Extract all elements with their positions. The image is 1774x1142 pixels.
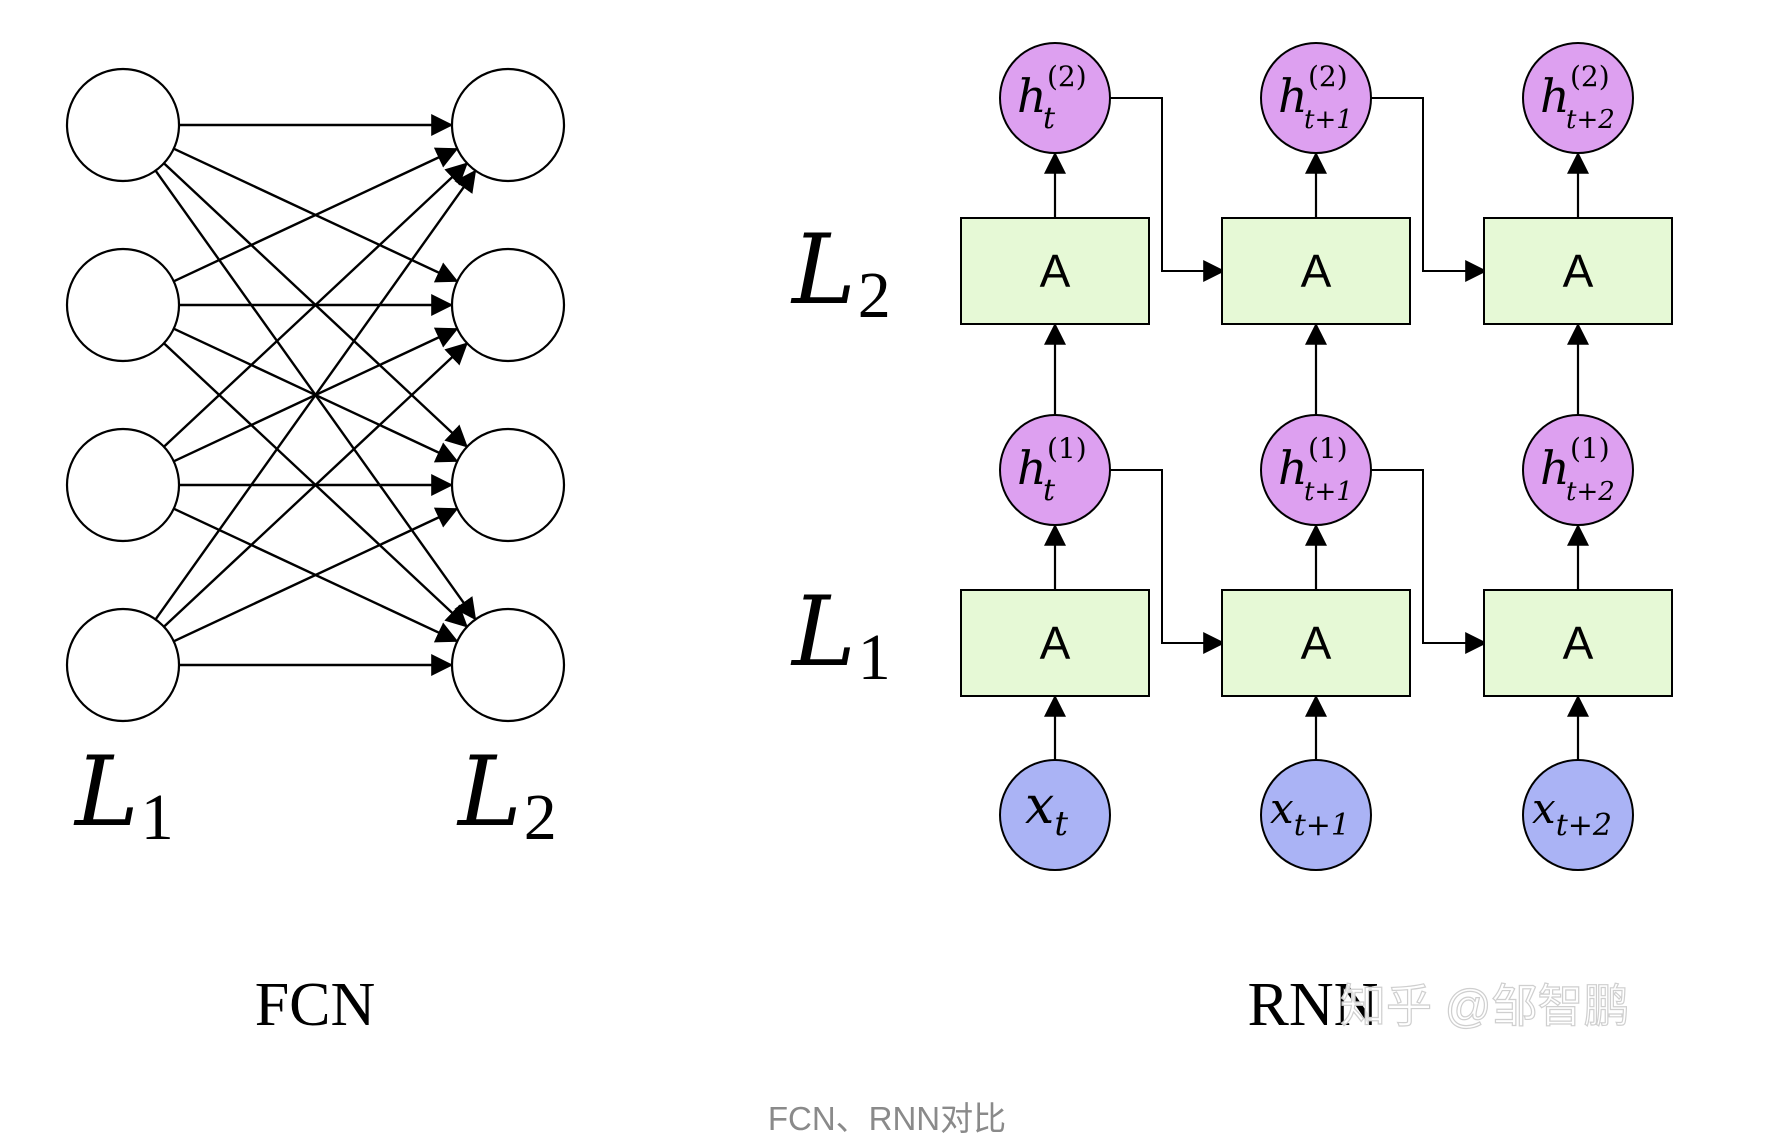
fcn-output-node	[450, 607, 566, 723]
rnn-cell-l2	[1221, 217, 1411, 325]
rnn-cell-l1-label: A	[1040, 617, 1071, 669]
input-node-label: xt+2	[1532, 784, 1612, 843]
fcn-edge	[163, 162, 468, 448]
rnn-cell-l2-label: A	[1301, 245, 1332, 297]
recurrent-arrow-l1	[1110, 469, 1226, 654]
rnn-cell-l2	[960, 217, 1150, 325]
watermark: 知乎 @邹智鹏	[1340, 980, 1629, 1032]
fcn-input-layer-label: L1	[73, 736, 174, 854]
fcn-title: FCN	[255, 971, 376, 1039]
hidden-state-l2-label: h(2)t	[1017, 60, 1087, 136]
fcn-edge	[163, 342, 468, 628]
fcn-output-node	[450, 247, 566, 363]
fcn-output-node	[450, 427, 566, 543]
fcn-panel: L1 L2 FCN	[65, 67, 566, 1039]
fcn-input-node	[65, 607, 181, 723]
fcn-edge	[154, 169, 477, 621]
rnn-title: RNN	[1248, 971, 1379, 1039]
input-node	[999, 759, 1111, 871]
rnn-cell-l2-label: A	[1040, 245, 1071, 297]
hidden-state-l2	[1522, 42, 1634, 154]
fcn-edge	[173, 507, 459, 643]
hidden-state-l2	[999, 42, 1111, 154]
rnn-cell-l1	[1221, 589, 1411, 697]
hidden-state-l1	[1522, 414, 1634, 526]
hidden-state-l1-label: h(1)t	[1017, 432, 1087, 508]
hidden-state-l1-label: h(1)t+2	[1540, 432, 1615, 507]
fcn-nodes	[65, 67, 566, 723]
hidden-state-l1-label: h(1)t+1	[1278, 432, 1353, 507]
figure-caption: FCN、RNN对比	[767, 1100, 1007, 1137]
hidden-state-l2-label: h(2)t+2	[1540, 60, 1615, 135]
input-node	[1522, 759, 1634, 871]
rnn-layer-label-l1: L1	[790, 576, 891, 694]
rnn-nodes: h(2)t h(1)t xt h(2)t+1 h(1)t+1 xt+1 h(2)t+2 h(1…	[999, 42, 1634, 871]
fcn-output-layer-label: L2	[456, 736, 557, 854]
input-node-label: xt	[1025, 776, 1068, 844]
rnn-cell-l1-label: A	[1563, 617, 1594, 669]
fcn-output-node	[450, 67, 566, 183]
rnn-cell-l2-label: A	[1563, 245, 1594, 297]
rnn-cell-l1-label: A	[1301, 617, 1332, 669]
hidden-state-l1	[999, 414, 1111, 526]
rnn-layer-label-l2: L2	[790, 214, 891, 332]
hidden-state-l1	[1260, 414, 1372, 526]
recurrent-arrow-l1	[1371, 469, 1488, 654]
fcn-edge	[173, 147, 459, 283]
fcn-edges	[154, 114, 477, 676]
rnn-edges	[1044, 97, 1589, 760]
fcn-input-node	[65, 427, 181, 543]
fcn-input-node	[65, 67, 181, 183]
input-node	[1260, 759, 1372, 871]
hidden-state-l2	[1260, 42, 1372, 154]
rnn-cell-l2	[1483, 217, 1673, 325]
rnn-cells: A A A A A A	[960, 217, 1673, 697]
recurrent-arrow-l2	[1371, 97, 1488, 282]
hidden-state-l2-label: h(2)t+1	[1278, 60, 1353, 135]
rnn-cell-l1	[960, 589, 1150, 697]
fcn-input-node	[65, 247, 181, 363]
recurrent-arrow-l2	[1110, 97, 1226, 282]
input-node-label: xt+1	[1270, 784, 1350, 843]
rnn-cell-l1	[1483, 589, 1673, 697]
